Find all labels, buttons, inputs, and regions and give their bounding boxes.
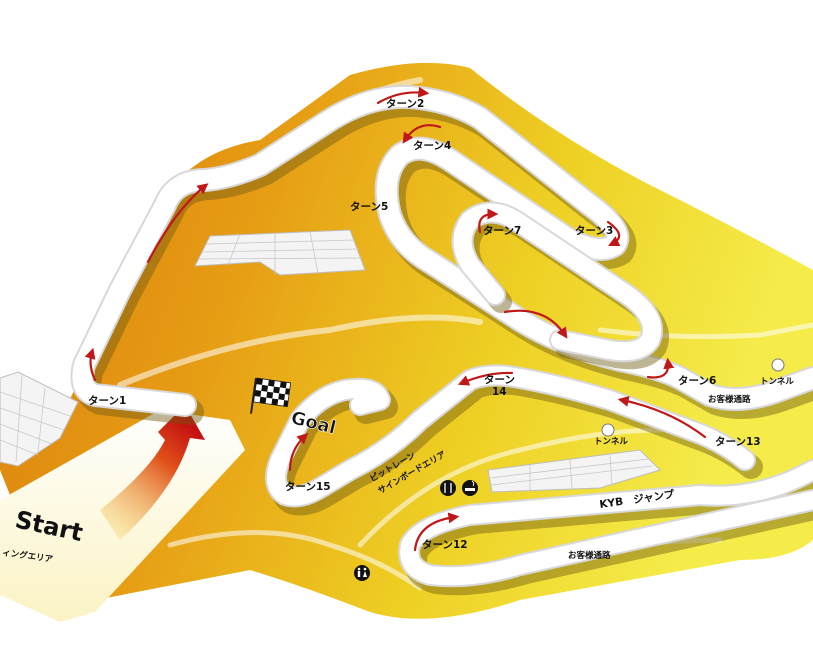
turn-label: ターン2 — [386, 98, 424, 110]
tunnel-markers — [601, 358, 785, 437]
race-track — [70, 84, 813, 596]
walkway-label: お客様通路 — [568, 550, 611, 561]
grandstand-left — [0, 371, 79, 467]
turn-label: ターン5 — [350, 201, 388, 213]
smoking-area-icon — [462, 480, 478, 496]
turn-label: ターン12 — [422, 539, 468, 551]
checkered-flag-icon — [249, 377, 292, 414]
turn-label: 14 — [492, 386, 507, 398]
walkway-label: お客様通路 — [708, 394, 751, 405]
tunnel-label: トンネル — [594, 436, 628, 447]
turn-label: ターン15 — [285, 481, 331, 493]
turn-label: ターン6 — [678, 375, 716, 387]
restaurant-icon — [440, 480, 456, 496]
turn-label: ターン7 — [483, 225, 521, 237]
direction-arrows — [84, 86, 707, 552]
turn-label: ターン3 — [575, 225, 613, 237]
turn-label: ターン13 — [715, 436, 761, 448]
turn-label: ターン1 — [88, 395, 126, 407]
start-direction-arrow — [100, 405, 205, 540]
tunnel-icon — [601, 423, 615, 437]
tunnel-label: トンネル — [760, 376, 794, 387]
restroom-icon — [354, 565, 370, 581]
tunnel-icon — [771, 358, 785, 372]
grandstand-lower — [487, 449, 661, 493]
turn-label: ターン4 — [413, 140, 451, 152]
turn-label: ターン — [484, 374, 515, 386]
grandstand-upper — [194, 229, 366, 276]
